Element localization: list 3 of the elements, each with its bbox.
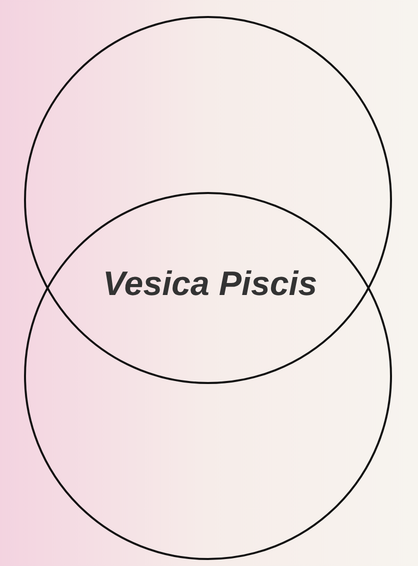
circle-outline	[23, 191, 393, 561]
diagram-label: Vesica Piscis	[102, 264, 318, 304]
circle-outline	[23, 15, 393, 385]
